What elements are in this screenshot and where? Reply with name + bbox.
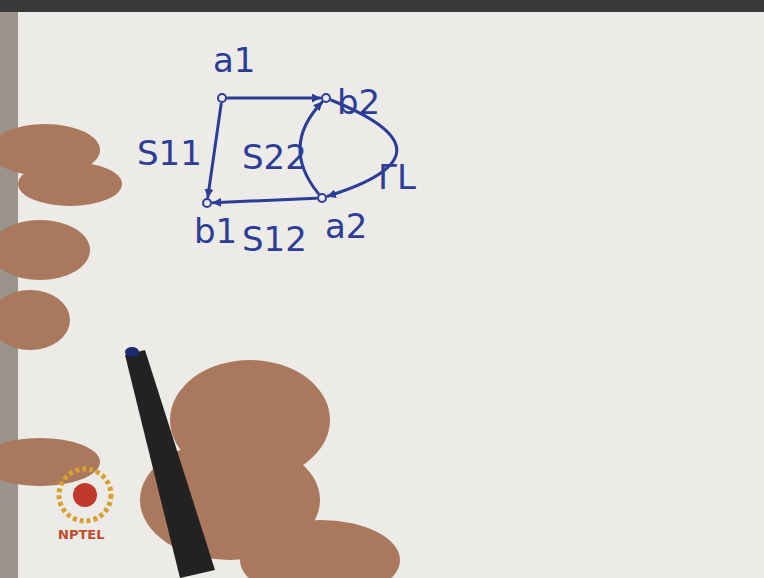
graph-node: b1 [202,198,212,208]
branch-label: S12 [240,222,309,256]
branch-label: ΓL [376,160,418,194]
graph-node: b2 [321,93,331,103]
graph-node: a2 [317,193,327,203]
node-label: a2 [325,209,367,243]
marker-pen [125,347,215,578]
nptel-logo [59,469,111,521]
logo-text: NPTEL [58,527,104,542]
branch-arrow [228,97,320,100]
branch-label: S11 [135,136,204,170]
graph-node: a1 [217,93,227,103]
top-strip [0,0,764,12]
node-label: a1 [213,43,255,77]
node-label: b2 [337,85,380,119]
branch-arrow [213,198,316,202]
branch-arrow [208,104,221,197]
node-label: b1 [194,214,237,248]
branch-label: S22 [240,140,309,174]
